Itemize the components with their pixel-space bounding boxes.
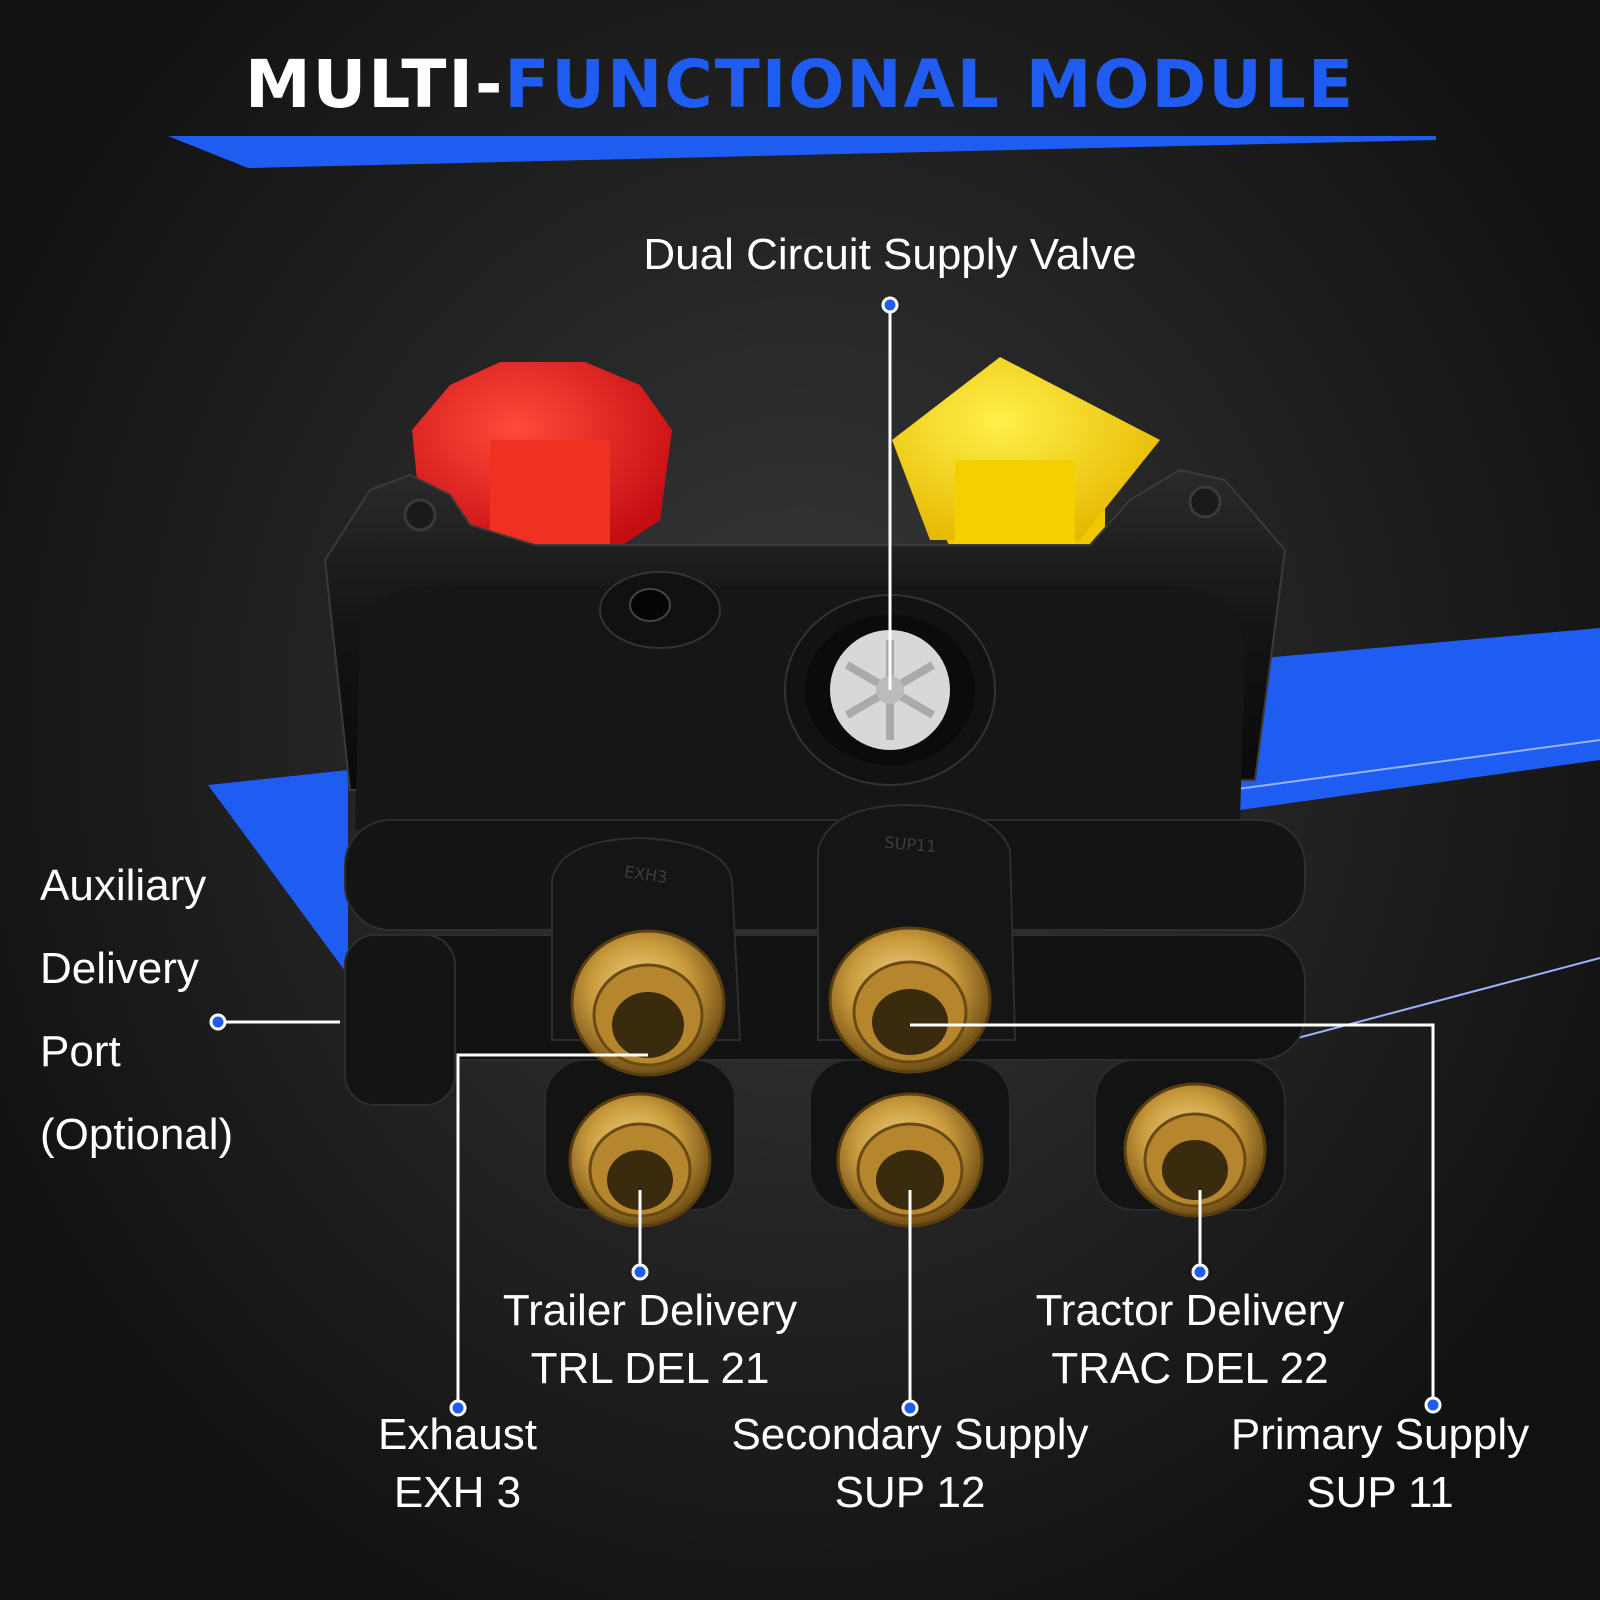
label-text: SUP 11 [1306, 1468, 1454, 1517]
label-text: Secondary Supply [731, 1410, 1089, 1459]
label-tractor-delivery: Tractor Delivery TRAC DEL 22 [990, 1282, 1390, 1398]
label-auxiliary-port: Auxiliary Delivery Port (Optional) [40, 844, 233, 1176]
label-text: Tractor Delivery [1035, 1286, 1345, 1335]
label-text: Primary Supply [1230, 1410, 1530, 1459]
label-text: EXH 3 [393, 1468, 522, 1517]
label-text: Port [40, 1027, 121, 1076]
label-secondary-supply: Secondary Supply SUP 12 [700, 1406, 1120, 1522]
label-primary-supply: Primary Supply SUP 11 [1200, 1406, 1560, 1522]
brass-fitting-exhaust [570, 929, 726, 1077]
yellow-cap [892, 357, 1160, 560]
title-part-white: MULTI- [244, 46, 505, 123]
title-part-blue: FUNCTIONAL MODULE [504, 46, 1356, 123]
brass-fitting-tractor [1123, 1082, 1267, 1218]
page-title: MULTI-FUNCTIONAL MODULE [0, 46, 1600, 123]
brass-fitting-primary [828, 926, 992, 1074]
blue-stripe-left [208, 770, 348, 975]
callout-lines [218, 305, 1435, 1408]
brass-fitting-trailer [568, 1092, 712, 1228]
title-underline [168, 136, 1436, 168]
label-exhaust: Exhaust EXH 3 [330, 1406, 585, 1522]
label-text: SUP 12 [834, 1468, 986, 1517]
label-text: TRL DEL 21 [530, 1344, 770, 1393]
label-text: TRAC DEL 22 [1051, 1344, 1329, 1393]
red-cap [412, 362, 672, 560]
brass-fitting-secondary [836, 1092, 984, 1228]
label-text: Auxiliary [40, 861, 207, 910]
sup-marking: SUP11 [884, 833, 937, 856]
label-text: Delivery [40, 944, 199, 993]
label-text: Trailer Delivery [502, 1286, 798, 1335]
blue-stripe-right [1240, 628, 1600, 810]
label-trailer-delivery: Trailer Delivery TRL DEL 21 [450, 1282, 850, 1398]
callout-dots [209, 296, 1442, 1417]
label-text: (Optional) [40, 1110, 234, 1159]
label-text: Dual Circuit Supply Valve [643, 230, 1137, 279]
label-text: Exhaust [378, 1410, 537, 1459]
label-dual-circuit: Dual Circuit Supply Valve [540, 226, 1240, 284]
